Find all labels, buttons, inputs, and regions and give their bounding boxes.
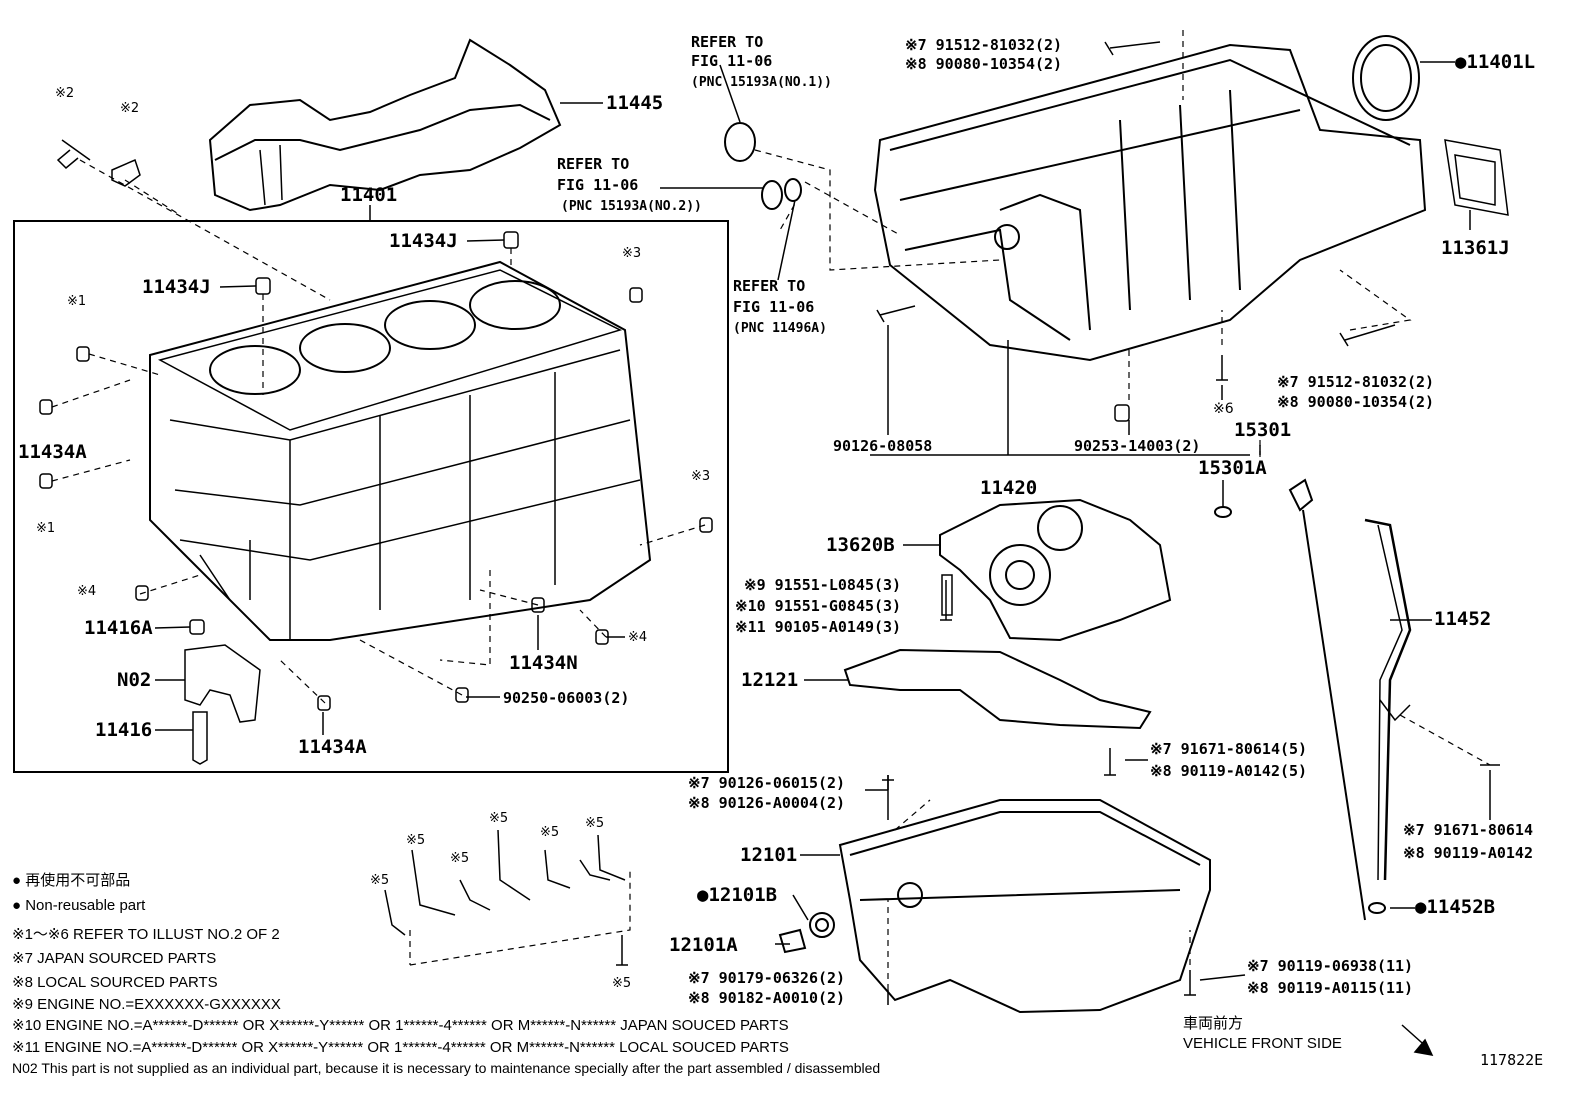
tag-x3-b: ※3 — [691, 469, 711, 484]
part-11401L[interactable]: ●11401L — [1455, 51, 1536, 73]
tag-x4-a: ※4 — [77, 584, 97, 599]
oil-pan-lower-drawing — [778, 799, 1211, 1014]
part-11361J[interactable]: 11361J — [1441, 237, 1510, 259]
part-11434A-b[interactable]: 11434A — [298, 736, 367, 758]
insulator-11445-drawing — [208, 38, 562, 212]
part-11434J-b[interactable]: 11434J — [142, 276, 211, 298]
mark-91512-81032-top[interactable]: ※7 91512-81032(2) — [905, 36, 1063, 54]
tag-x3-a: ※3 — [622, 246, 642, 261]
figure-id: 117822E — [1480, 1051, 1544, 1069]
tag-x5-d: ※5 — [489, 811, 509, 826]
block-small-parts — [39, 139, 713, 765]
tag-x5-a: ※5 — [370, 873, 390, 888]
mark-91551-G0845[interactable]: ※10 91551-G0845(3) — [735, 597, 902, 615]
leader-lines — [154, 61, 1491, 1056]
tag-x5-e: ※5 — [540, 825, 560, 840]
block-guide-lines — [51, 159, 706, 704]
part-11434A-a[interactable]: 11434A — [18, 441, 87, 463]
part-12101A[interactable]: 12101A — [669, 934, 738, 956]
tag-x5-b: ※5 — [406, 833, 426, 848]
part-11416A[interactable]: 11416A — [84, 617, 153, 639]
part-90253-14003[interactable]: 90253-14003(2) — [1074, 437, 1201, 455]
mark-91551-L0845[interactable]: ※9 91551-L0845(3) — [744, 576, 902, 594]
oil-pan-upper-drawing — [873, 43, 1509, 362]
mark-91512-81032-right[interactable]: ※7 91512-81032(2) — [1277, 373, 1435, 391]
refer-3-line1[interactable]: REFER TO — [733, 277, 806, 295]
legend-line-2: ● Non-reusable part — [12, 897, 146, 914]
part-N02[interactable]: N02 — [117, 669, 152, 691]
refer-1-line1[interactable]: REFER TO — [691, 33, 764, 51]
o-rings-drawing — [724, 35, 1420, 914]
legend-line-8: ※11 ENGINE NO.=A******-D****** OR X*****… — [12, 1039, 789, 1056]
refer-3-line3[interactable]: (PNC 11496A) — [733, 321, 827, 336]
part-90126-08058[interactable]: 90126-08058 — [833, 437, 933, 455]
part-12101[interactable]: 12101 — [740, 844, 798, 866]
part-15301[interactable]: 15301 — [1234, 419, 1292, 441]
tag-x5-c: ※5 — [450, 851, 470, 866]
part-11401[interactable]: 11401 — [340, 184, 398, 206]
legend-line-5: ※8 LOCAL SOURCED PARTS — [12, 974, 218, 991]
mark-90179-06326[interactable]: ※7 90179-06326(2) — [688, 969, 846, 987]
refer-1-line3[interactable]: (PNC 15193A(NO.1)) — [691, 75, 832, 90]
legend-line-4: ※7 JAPAN SOURCED PARTS — [12, 950, 217, 967]
mark-90119-A0142[interactable]: ※8 90119-A0142 — [1403, 844, 1533, 862]
tag-x2-a: ※2 — [55, 86, 75, 101]
legend-line-1: ● 再使用不可部品 — [12, 872, 131, 889]
dipstick-drawing — [1288, 478, 1412, 921]
legend-line-7: ※10 ENGINE NO.=A******-D****** OR X*****… — [12, 1017, 789, 1034]
mark-90119-A0142-5[interactable]: ※8 90119-A0142(5) — [1150, 762, 1308, 780]
part-11434J-a[interactable]: 11434J — [389, 230, 458, 252]
vehicle-front-en: VEHICLE FRONT SIDE — [1183, 1035, 1342, 1052]
part-11416[interactable]: 11416 — [95, 719, 153, 741]
mark-90126-06015[interactable]: ※7 90126-06015(2) — [688, 774, 846, 792]
part-12121[interactable]: 12121 — [741, 669, 799, 691]
mark-91671-80614-5[interactable]: ※7 91671-80614(5) — [1150, 740, 1308, 758]
tag-x1-a: ※1 — [67, 294, 87, 309]
legend-line-9: N02 This part is not supplied as an indi… — [12, 1060, 881, 1076]
mark-90119-A0115[interactable]: ※8 90119-A0115(11) — [1247, 979, 1414, 997]
legend-line-3: ※1～※6 REFER TO ILLUST NO.2 OF 2 — [12, 926, 280, 943]
part-12101B[interactable]: ●12101B — [697, 884, 778, 906]
tag-x4-b: ※4 — [628, 630, 648, 645]
baffle-plate-drawing — [843, 648, 1152, 730]
tag-x2-b: ※2 — [120, 101, 140, 116]
part-11434N[interactable]: 11434N — [509, 652, 578, 674]
clamps-drawing — [384, 829, 626, 936]
part-13620B[interactable]: 13620B — [826, 534, 895, 556]
tag-x5-f: ※5 — [585, 816, 605, 831]
refer-1-line2[interactable]: FIG 11-06 — [691, 52, 773, 70]
part-11445[interactable]: 11445 — [606, 92, 664, 114]
part-90250-06003[interactable]: 90250-06003(2) — [503, 689, 630, 707]
mark-90119-06938[interactable]: ※7 90119-06938(11) — [1247, 957, 1414, 975]
mark-90126-A0004[interactable]: ※8 90126-A0004(2) — [688, 794, 846, 812]
mark-90080-10354-right[interactable]: ※8 90080-10354(2) — [1277, 393, 1435, 411]
part-11420[interactable]: 11420 — [980, 477, 1038, 499]
part-15301A[interactable]: 15301A — [1198, 457, 1267, 479]
mark-90080-10354-top[interactable]: ※8 90080-10354(2) — [905, 55, 1063, 73]
refer-2-line2[interactable]: FIG 11-06 — [557, 176, 639, 194]
refer-2-line3[interactable]: (PNC 15193A(NO.2)) — [561, 199, 702, 214]
cylinder-block-group-box — [13, 220, 729, 773]
mark-90182-A0010[interactable]: ※8 90182-A0010(2) — [688, 989, 846, 1007]
part-11452[interactable]: 11452 — [1434, 608, 1492, 630]
tag-x6: ※6 — [1213, 401, 1234, 417]
part-11452B[interactable]: ●11452B — [1415, 896, 1496, 918]
refer-3-line2[interactable]: FIG 11-06 — [733, 298, 815, 316]
cylinder-block-drawing — [149, 260, 652, 641]
legend-line-6: ※9 ENGINE NO.=EXXXXXX-GXXXXXX — [12, 996, 281, 1013]
mark-90105-A0149[interactable]: ※11 90105-A0149(3) — [735, 618, 902, 636]
mark-91671-80614[interactable]: ※7 91671-80614 — [1403, 821, 1533, 839]
refer-2-line1[interactable]: REFER TO — [557, 155, 630, 173]
right-guide-lines — [409, 30, 1491, 990]
oil-pump-drawing — [939, 498, 1172, 642]
tag-x1-b: ※1 — [36, 521, 56, 536]
tag-x5-g: ※5 — [612, 976, 632, 991]
vehicle-front-jp: 車両前方 — [1183, 1015, 1244, 1032]
